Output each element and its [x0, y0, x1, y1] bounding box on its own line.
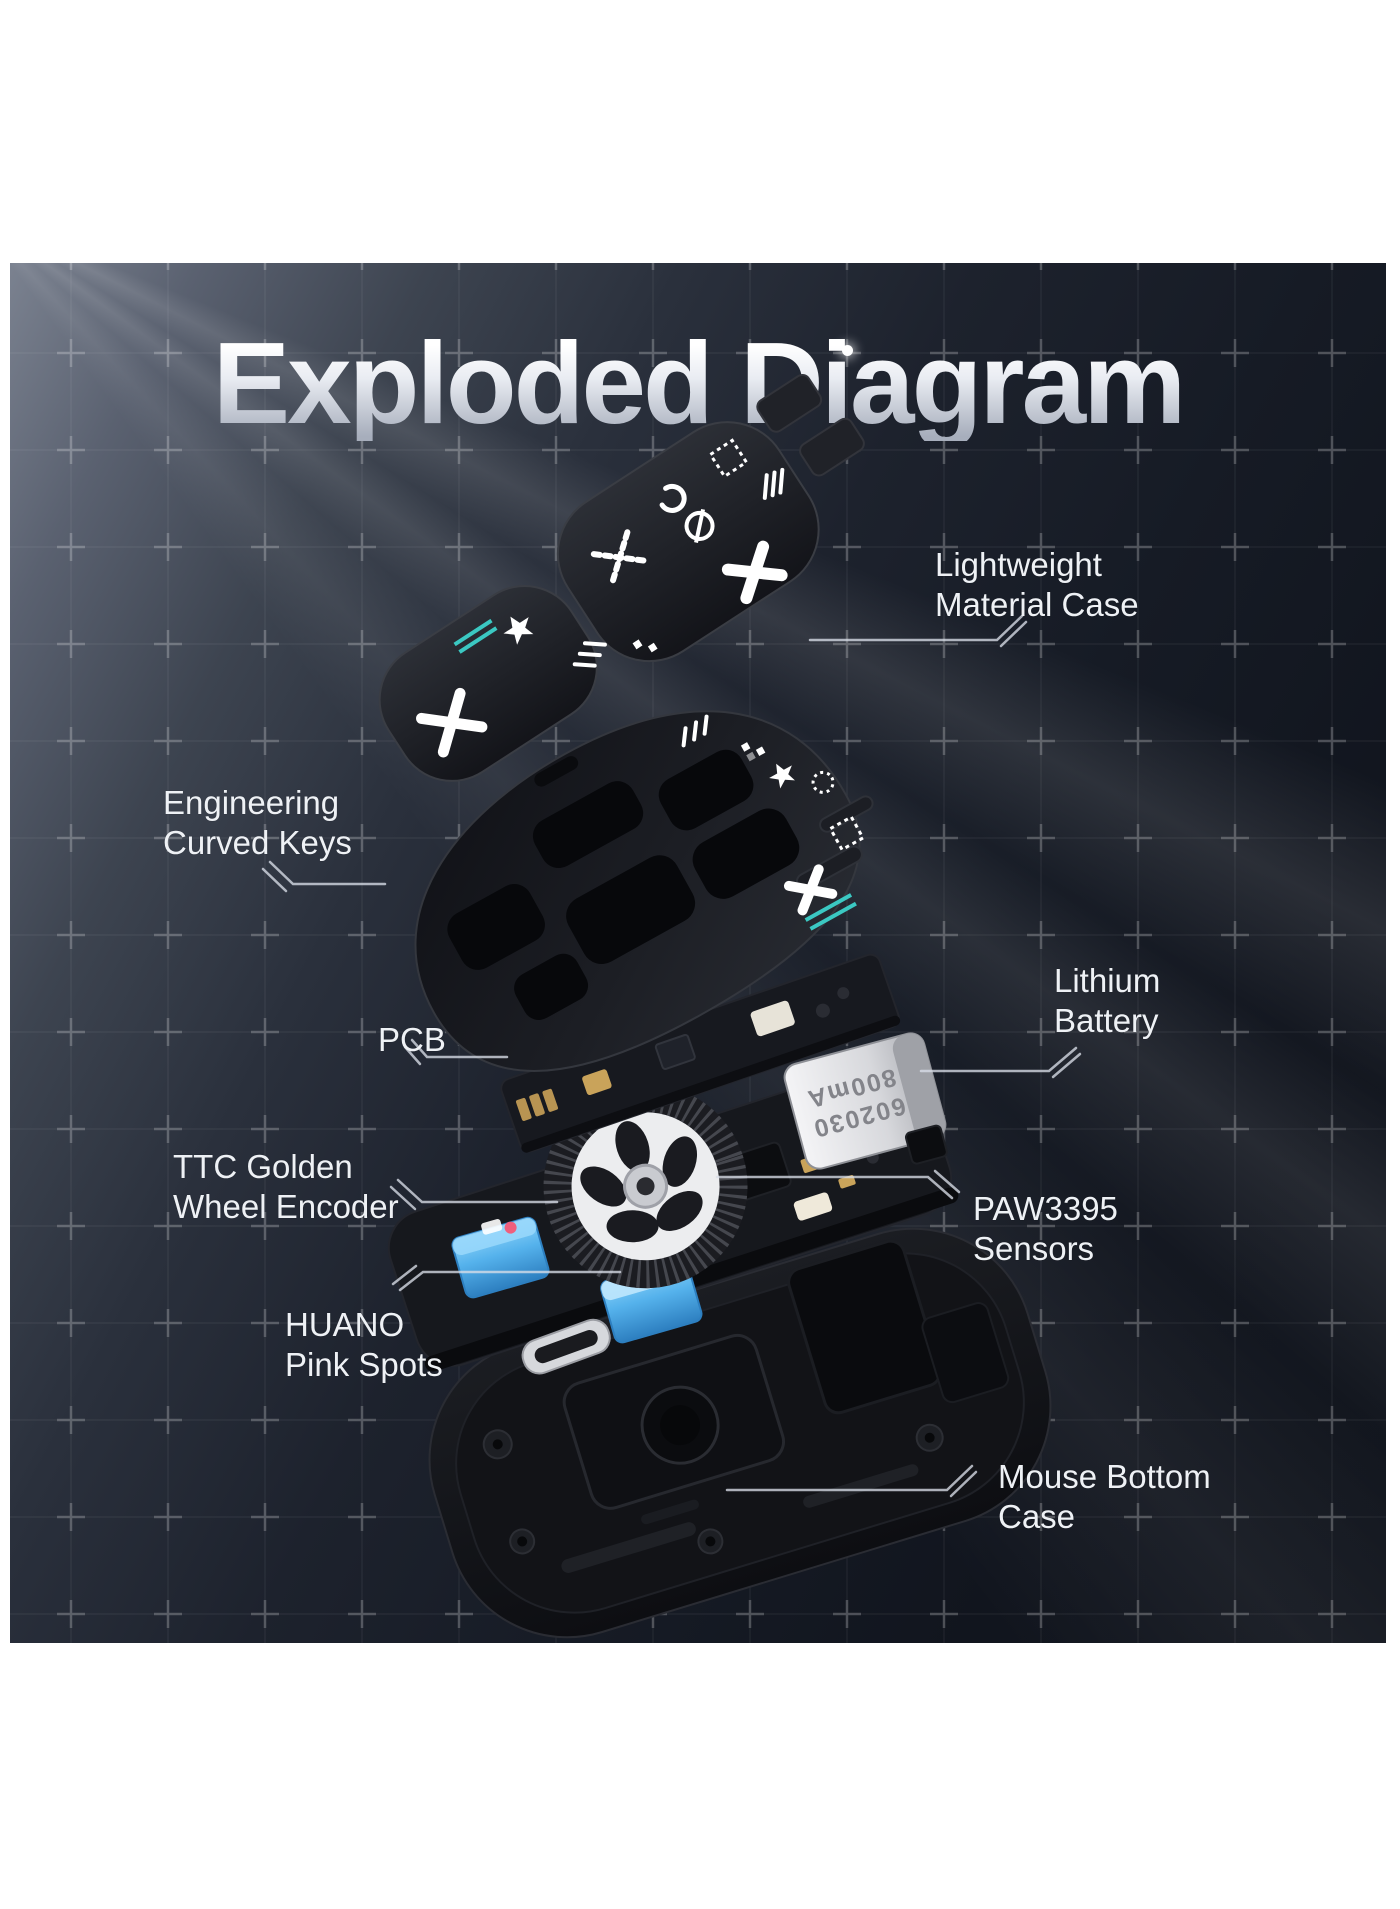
label-line: Battery	[1054, 1002, 1159, 1039]
engineering-callout-line	[261, 860, 387, 893]
sparkle-dot	[842, 345, 853, 356]
huano-callout-line	[391, 1264, 622, 1292]
label-huano-pink-spots: HUANO Pink Spots	[285, 1305, 443, 1385]
label-line: HUANO	[285, 1306, 405, 1343]
paw-callout-line	[715, 1169, 961, 1200]
huano-switch-left	[451, 1216, 550, 1299]
usb-c-port	[521, 1318, 611, 1375]
label-line: Lithium	[1054, 962, 1161, 999]
label-pcb: PCB	[378, 1020, 446, 1060]
side-button	[819, 795, 874, 833]
label-line: Sensors	[973, 1230, 1095, 1267]
label-line: PAW3395	[973, 1190, 1118, 1227]
pcb-callout-line	[403, 1038, 509, 1066]
label-paw3395-sensors: PAW3395 Sensors	[973, 1189, 1118, 1269]
lithium-callout-line	[919, 1046, 1082, 1079]
label-line: Material Case	[935, 586, 1139, 623]
battery-connector	[904, 1124, 948, 1165]
cover-graffiti	[416, 438, 788, 758]
label-ttc-golden-wheel-encoder: TTC Golden Wheel Encoder	[173, 1147, 399, 1227]
pink-spot	[504, 1221, 517, 1234]
label-line: TTC Golden	[173, 1148, 353, 1185]
label-line: PCB	[378, 1021, 446, 1058]
label-line: Wheel Encoder	[173, 1188, 399, 1225]
label-mouse-bottom-case: Mouse Bottom Case	[998, 1457, 1211, 1537]
label-line: Engineering	[163, 784, 340, 821]
label-line: Pink Spots	[285, 1346, 443, 1383]
pcb-part	[500, 953, 901, 1153]
exploded-mouse-illustration: 602030 800mA	[261, 373, 1082, 1639]
mainboard-part	[387, 1059, 959, 1375]
label-lightweight-material-case: Lightweight Material Case	[935, 545, 1139, 625]
label-line: Curved Keys	[163, 824, 352, 861]
lightweight-callout-line	[808, 614, 1028, 648]
label-engineering-curved-keys: Engineering Curved Keys	[163, 783, 352, 863]
bottom-case-callout-line	[725, 1464, 978, 1498]
label-line: Mouse Bottom	[998, 1458, 1211, 1495]
label-line: Case	[998, 1498, 1076, 1535]
shell-part	[414, 710, 874, 1072]
lithium-battery-part: 602030 800mA	[783, 1032, 948, 1170]
ttc-callout-line	[389, 1178, 559, 1211]
shell-graffiti	[681, 714, 866, 931]
label-lithium-battery: Lithium Battery	[1054, 961, 1160, 1041]
diagram-panel: Exploded Diagram	[10, 263, 1386, 1643]
top-cover-part	[378, 373, 865, 782]
label-line: Lightweight	[935, 546, 1102, 583]
page-title: Exploded Diagram	[10, 325, 1386, 441]
